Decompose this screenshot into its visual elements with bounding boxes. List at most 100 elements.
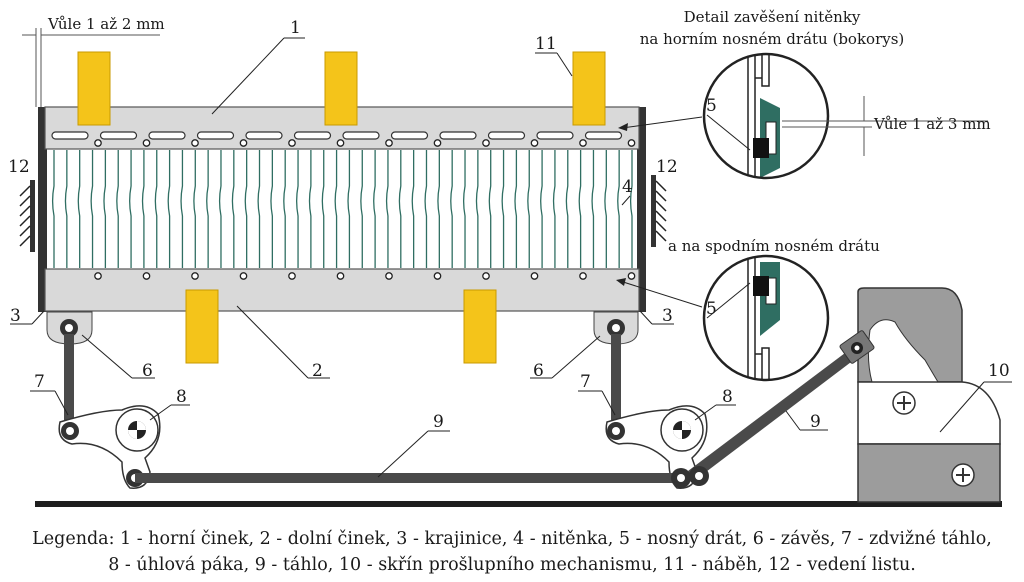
upper-carrier-wire [94,139,636,147]
guide-block [324,51,358,126]
heddle [629,150,633,268]
wire-hole [142,272,151,280]
arrowhead [618,123,628,131]
heddles [51,150,633,268]
heddle [578,150,582,268]
beam-slot [148,131,186,140]
label-8-right: 8 [722,387,733,407]
heddle [385,150,389,268]
heddle [373,150,376,268]
guide-block [185,289,219,364]
beam-slot [51,131,89,140]
wire-hole [142,139,151,147]
arrowhead [616,278,626,286]
side-stave-right [637,107,646,312]
heddle [450,150,453,268]
label-9-right: 9 [810,412,821,432]
shaft-guide-left [19,180,35,252]
wire-hole [482,272,490,280]
wire-hole [191,139,199,147]
label-7-left: 7 [34,372,45,392]
label-10: 10 [988,361,1010,381]
beam-slot [536,131,574,140]
wire-hole [579,139,587,147]
clearance-dimension-right [782,96,988,156]
legend-line-1: Legenda: 1 - horní činek, 2 - dolní čine… [32,529,992,549]
heddle [475,150,479,268]
heddle [411,150,415,268]
wire-hole [627,139,636,147]
heddle [321,150,325,268]
bellcrank-left [58,405,161,489]
wire-hole [579,272,587,280]
wire-hole [288,139,296,147]
clearance-dimension-left [22,28,160,107]
heddle [540,150,543,268]
heddle [295,150,299,268]
label-8-left: 8 [176,387,187,407]
label-2: 2 [312,361,323,381]
heddle [360,150,363,268]
heddle [308,150,312,268]
clearance-label-left: Vůle 1 až 2 mm [47,15,165,33]
heddle [64,150,68,268]
wire-hole [336,139,345,147]
side-stave-left [38,107,47,312]
upper-beam-slots [51,131,623,140]
heddle [180,150,184,268]
label-6-right: 6 [533,361,544,381]
heddle [591,150,595,268]
heddle [462,150,466,268]
legend-line-2: 8 - úhlová páka, 9 - táhlo, 10 - skřín p… [108,555,916,575]
heddle [244,150,248,268]
wire-hole [94,139,102,147]
beam-slot [439,131,477,140]
guide-block [572,51,606,126]
guide-block [77,51,111,126]
label-12-left: 12 [8,157,30,177]
guide-block [463,289,497,364]
heddle [270,150,274,268]
heddle [141,150,145,268]
wire-hole [433,272,442,280]
label-5-bottom: 5 [706,299,717,319]
detail-lower-wire [702,254,830,382]
wire-hole [433,139,442,147]
lower-carrier-wire [94,272,636,280]
wire-hole [530,272,539,280]
heddle [527,150,530,268]
label-12-right: 12 [656,157,678,177]
beam-slot [390,131,429,140]
detail-bottom-title: a na spodním nosném drátu [668,237,880,255]
heddle [604,150,607,268]
heddle [565,150,569,268]
heddle [218,150,222,268]
beam-slot [293,131,332,140]
leader-lines [10,37,1012,478]
heddle [617,150,620,268]
label-1: 1 [290,18,301,38]
heddle [231,150,235,268]
heddle [334,150,338,268]
heddle [154,150,158,268]
heddle [437,150,440,268]
connecting-rod-diagonal [688,347,859,481]
wire-hole [239,272,248,280]
heddle [51,150,55,268]
wire-hole [627,272,636,280]
wire-hole [385,139,393,147]
heddle [501,150,505,268]
heddle [206,150,209,268]
detail-title-line-1: Detail zavěšení nitěnky [684,8,861,26]
beam-slot [196,131,235,140]
shaft-guide-right [651,175,667,247]
bellcrank-right [605,405,708,489]
beam-slot [245,131,283,140]
lifting-rod-left [64,334,74,430]
heddle [347,150,351,268]
label-11: 11 [535,34,557,54]
wire-hole [385,272,393,280]
wire-hole [239,139,248,147]
wire-hole [191,272,199,280]
detail-upper-wire [702,52,830,180]
